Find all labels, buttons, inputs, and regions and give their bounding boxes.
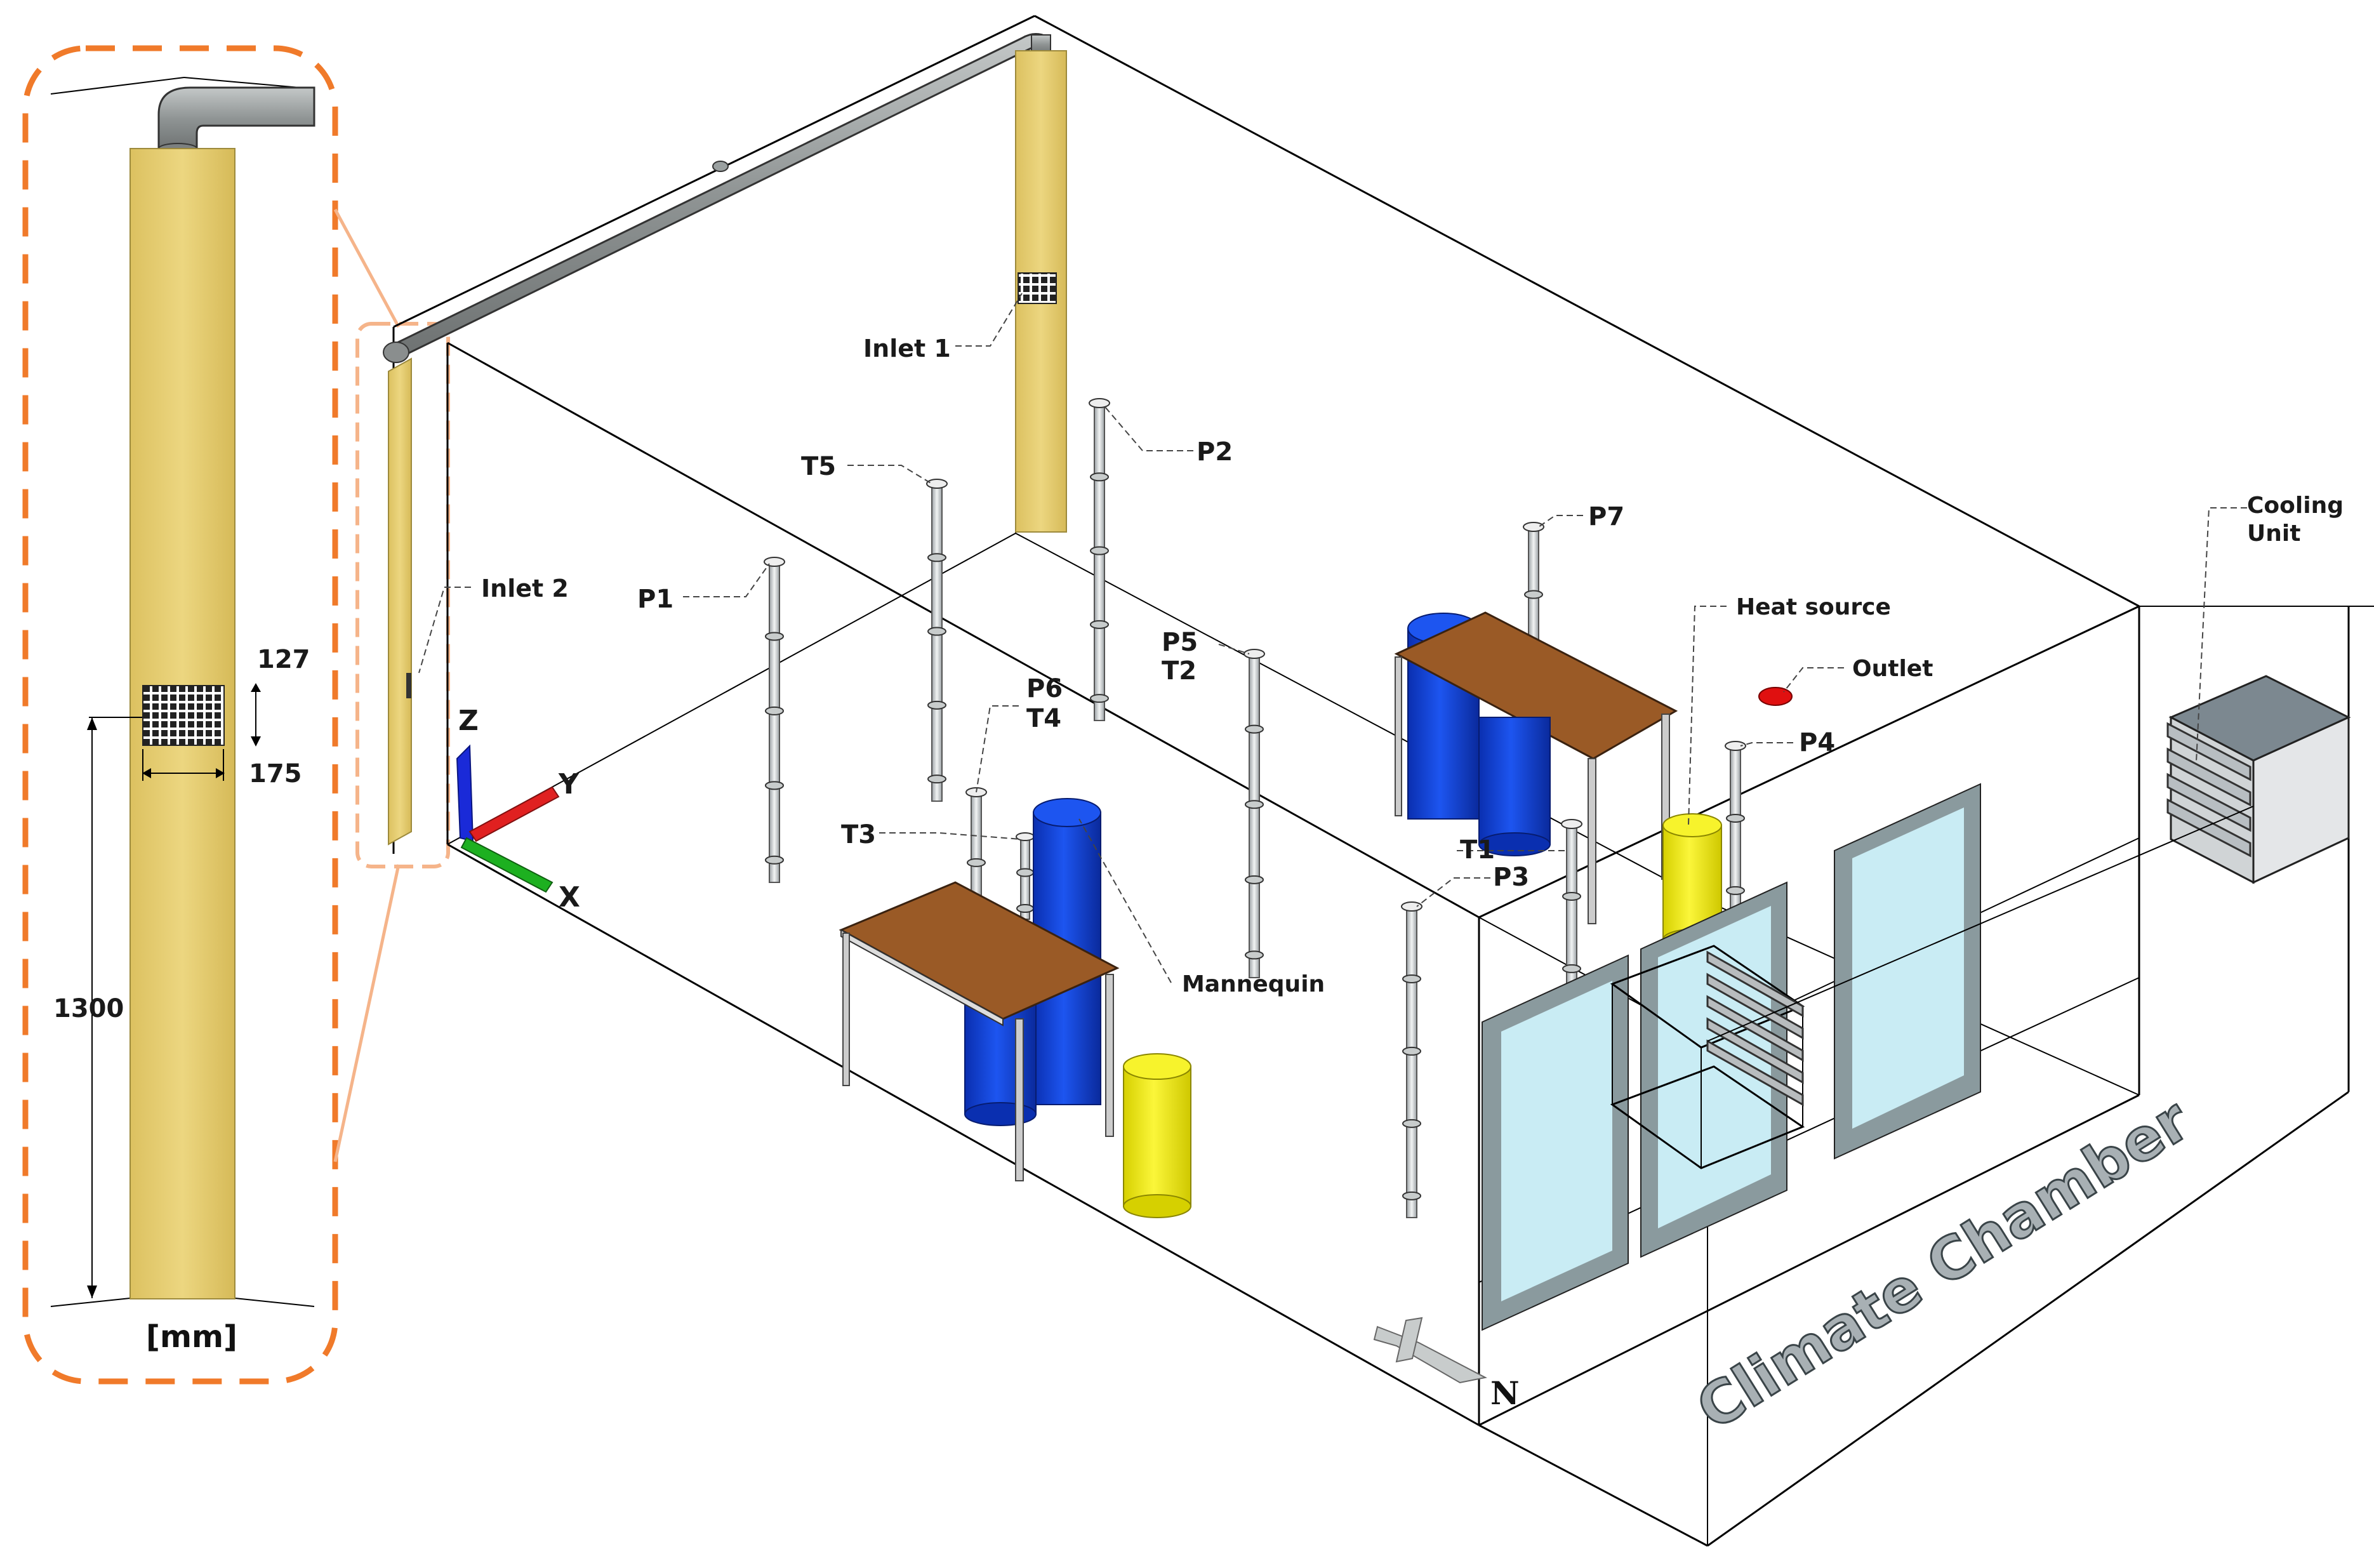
axis-x-label: X	[559, 881, 580, 914]
inset-border	[22, 45, 338, 1385]
workstation-back	[1394, 611, 1722, 950]
pole-ring	[1402, 1119, 1421, 1128]
pole-p3	[1401, 901, 1422, 1218]
label-p6: P6	[1026, 674, 1063, 703]
zoom-connector-top	[333, 208, 401, 328]
label-p7: P7	[1588, 502, 1624, 531]
inset-grille	[142, 685, 225, 746]
zoom-connector-bottom	[333, 864, 401, 1162]
pole-ring	[1090, 472, 1109, 482]
label-p1: P1	[637, 585, 673, 614]
radiator	[1610, 945, 1805, 1169]
axis-y-label: Y	[558, 768, 580, 801]
inlet-column-left	[388, 357, 412, 846]
pole-ring	[1245, 875, 1264, 884]
pole-ring	[1245, 950, 1264, 960]
label-mannequin: Mannequin	[1182, 971, 1325, 997]
inset-pipe	[157, 86, 315, 151]
label-t1: T1	[1460, 835, 1495, 865]
label-t4: T4	[1026, 704, 1061, 733]
label-cooling: Cooling	[2247, 493, 2344, 519]
pole-ring	[967, 858, 986, 867]
pole-p2	[1089, 398, 1110, 721]
label-p4: P4	[1799, 728, 1835, 757]
ceiling-duct	[383, 33, 1051, 363]
pole-ring	[1245, 800, 1264, 809]
label-t5: T5	[801, 452, 836, 481]
dim-175-label: 175	[249, 759, 302, 788]
pole-ring	[1402, 1046, 1421, 1056]
pole-ring	[1245, 724, 1264, 734]
pole-ring	[765, 781, 784, 790]
label-t2: T2	[1162, 656, 1197, 686]
pole-ring	[1016, 868, 1034, 877]
axis-z-label: Z	[458, 705, 479, 737]
unit-label: [mm]	[146, 1319, 237, 1355]
label-heat-source: Heat source	[1736, 594, 1891, 620]
label-t3: T3	[841, 820, 876, 849]
pole-ring	[1090, 620, 1109, 629]
pole-p5	[1243, 649, 1265, 978]
pole-ring	[927, 774, 946, 784]
inlet-column-back	[1015, 50, 1067, 533]
north-label: N	[1490, 1374, 1520, 1412]
label-p5: P5	[1162, 628, 1198, 657]
label-outlet: Outlet	[1852, 656, 1933, 682]
windows	[1482, 783, 1981, 1331]
pole-ring	[1726, 886, 1745, 895]
room-edges	[392, 15, 2374, 1547]
label-inlet-2: Inlet 2	[481, 575, 569, 602]
workstation-front	[839, 798, 1191, 1218]
label-p2: P2	[1197, 437, 1233, 467]
pole-t3	[1016, 832, 1035, 920]
leader-lines	[418, 293, 2247, 983]
inlet-1-grille	[1018, 272, 1057, 304]
cooling-unit	[1707, 675, 2351, 1042]
pole-ring	[1562, 964, 1581, 973]
pole-ring	[765, 855, 784, 865]
pole-ring	[765, 706, 784, 715]
pole-ring	[927, 700, 946, 710]
pole-ring	[927, 553, 946, 562]
pole-ring	[1524, 590, 1543, 599]
pole-ring	[1562, 891, 1581, 901]
inset-detail: 127 175 1300 [mm]	[22, 45, 338, 1385]
label-unit: Unit	[2247, 521, 2300, 547]
outlet-vent	[1758, 687, 1793, 706]
pole-ring	[1016, 904, 1034, 914]
dim-127-label: 127	[257, 645, 310, 674]
pole-t5	[926, 479, 948, 802]
dim-1300-label: 1300	[53, 994, 124, 1023]
label-inlet-1: Inlet 1	[863, 335, 951, 362]
label-p3: P3	[1493, 863, 1529, 892]
pole-ring	[1402, 974, 1421, 983]
pole-ring	[927, 627, 946, 636]
pole-ring	[1090, 694, 1109, 703]
coordinate-axes: Z Y X	[456, 705, 580, 914]
labels: Inlet 1 Inlet 2 P1 T5 P2 P5 T2 P6 T4 T3 …	[481, 335, 2344, 997]
compass-rose: N	[1373, 1317, 1520, 1412]
pole-ring	[765, 632, 784, 641]
pole-ring	[1726, 813, 1745, 823]
pole-p1	[764, 557, 785, 883]
pole-ring	[1090, 546, 1109, 555]
pole-ring	[1402, 1191, 1421, 1200]
